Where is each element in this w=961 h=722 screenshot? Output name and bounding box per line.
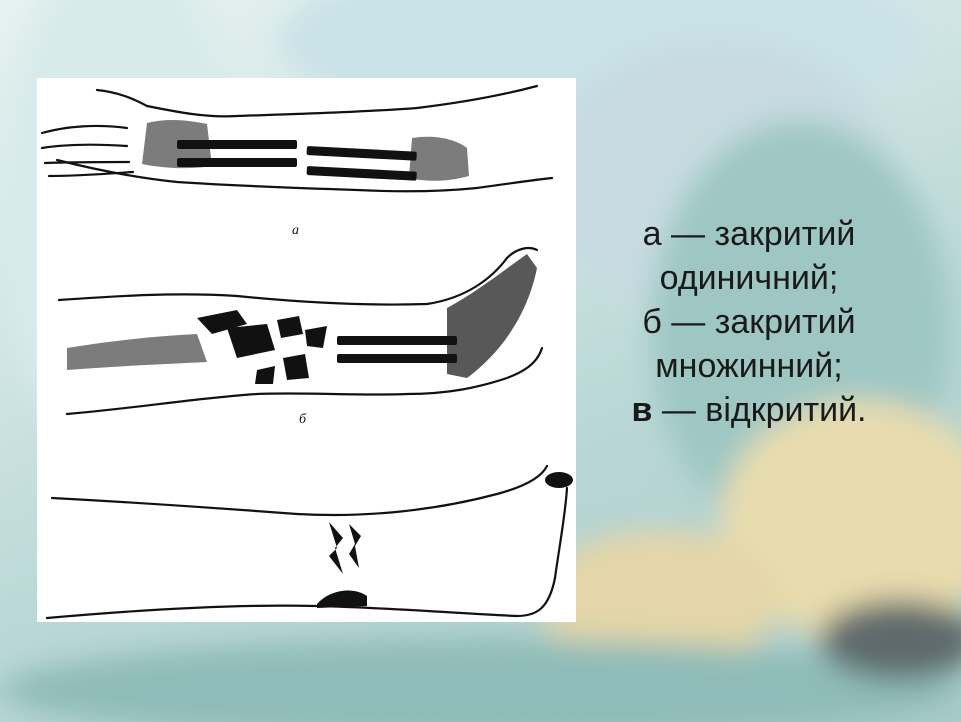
label-a: а — [292, 223, 299, 238]
caption-line-c: в — відкритий. — [578, 388, 920, 432]
caption-line-a-cont: одиничний; — [578, 256, 920, 300]
caption-line-a: а — закритий — [578, 212, 920, 256]
caption-line-b: б — закритий — [578, 300, 920, 344]
fracture-types-caption: а — закритий одиничний; б — закритий мно… — [578, 212, 920, 432]
caption-line-c-rest: — відкритий. — [652, 391, 866, 429]
label-b: б — [299, 412, 307, 427]
fracture-illustration: а б — [37, 78, 576, 622]
caption-line-b-cont: множинний; — [578, 344, 920, 388]
fracture-drawing: а б — [37, 78, 576, 622]
caption-letter-c: в — [631, 391, 652, 429]
